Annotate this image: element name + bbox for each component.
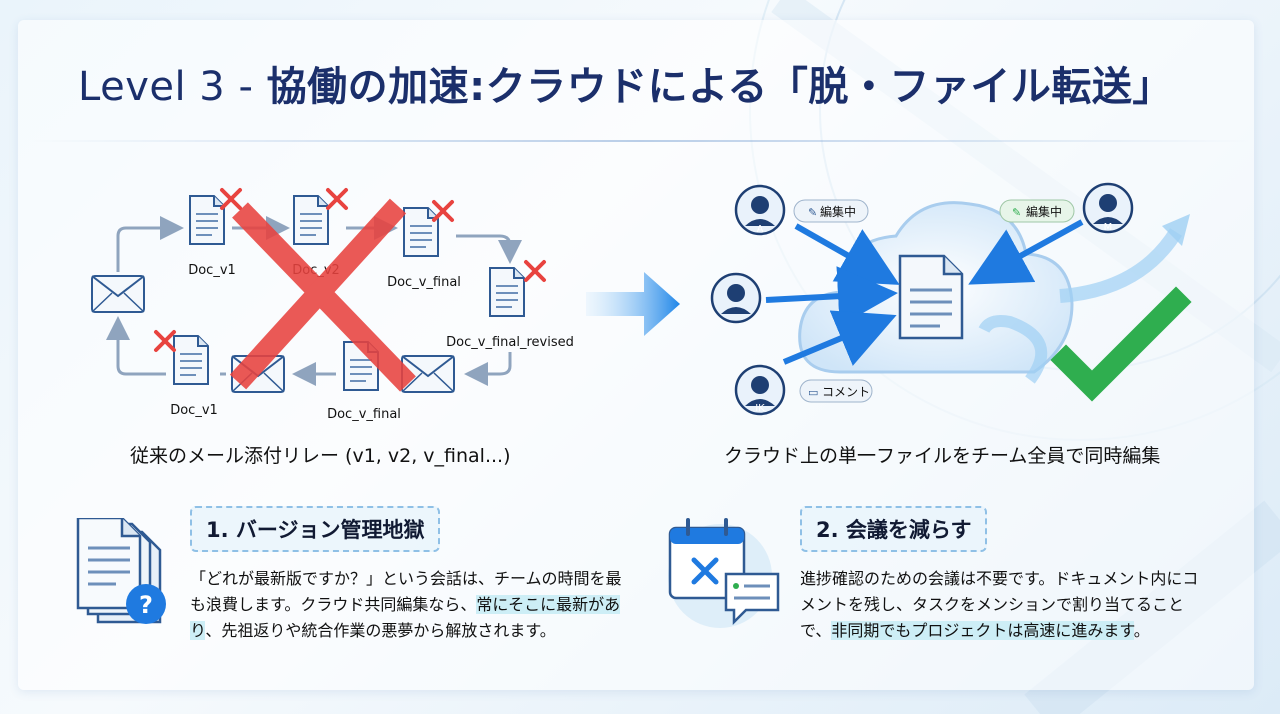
cloud-collaboration-diagram: A M IK ✎ 編集中 ✎ 編集中 ▭ コメント	[710, 182, 1192, 416]
document-icon	[293, 195, 329, 245]
document-icon	[189, 195, 225, 245]
doc-label: Doc_v_final_revised	[446, 335, 574, 350]
svg-text:?: ?	[139, 591, 153, 619]
card-2-text-plain: 進捗確認のための会議は不要です。ドキュメント内にコメントを残し、タスクをメンショ…	[800, 569, 1199, 640]
page-title: Level 3 - 協働の加速:クラウドによる「脱・ファイル転送」	[78, 54, 1173, 112]
flow-arrow	[464, 352, 512, 386]
big-cross-icon	[229, 198, 416, 392]
version-files-icon: ?	[76, 518, 166, 624]
card-2-text: 進捗確認のための会議は不要です。ドキュメント内にコメントを残し、タスクをメンショ…	[800, 566, 1210, 644]
question-icon: ?	[126, 584, 166, 624]
chat-icon	[724, 572, 780, 626]
tag-label: 編集中	[1026, 204, 1062, 219]
title-main: 協働の加速:クラウドによる「脱・ファイル転送」	[266, 64, 1173, 110]
left-caption: 従来のメール添付リレー (v1, v2, v_final...)	[130, 445, 511, 467]
right-caption: クラウド上の単一ファイルをチーム全員で同時編集	[724, 445, 1161, 467]
user-initial: IK	[755, 403, 765, 414]
document-icon	[489, 267, 525, 317]
comment-tag: ▭ コメント	[799, 379, 873, 403]
cross-icon	[524, 260, 546, 282]
card-1-text-plain: 「どれが最新版ですか？」という会話は、チームの時間を最も浪費します。クラウド共同…	[190, 569, 622, 614]
user-initial: A	[757, 224, 764, 235]
card-2-text-highlight: 非同期でもプロジェクトは高速に進みます	[831, 621, 1134, 640]
document-icon	[173, 335, 209, 385]
user-avatar-woman	[710, 272, 762, 324]
tag-label: コメント	[822, 385, 870, 399]
doc-label: Doc_v1	[188, 263, 236, 278]
cross-icon	[220, 188, 242, 210]
flow-arrow	[106, 316, 166, 376]
email-icon	[91, 275, 145, 313]
flow-arrow	[456, 234, 522, 264]
checkmark-icon	[1050, 286, 1192, 402]
calendar-chat-icon	[668, 518, 780, 628]
shared-document-icon	[898, 254, 964, 340]
edit-arrow	[765, 266, 898, 327]
sync-arrow	[978, 315, 1048, 384]
editing-tag: ✎ 編集中	[999, 199, 1075, 223]
card-2-title: 2. 会議を減らす	[800, 506, 988, 552]
doc-label: Doc_v_final	[327, 407, 401, 422]
document-icon	[403, 207, 439, 257]
sync-arrow	[1059, 228, 1182, 303]
edit-arrow	[782, 310, 897, 366]
transition-arrow-icon	[586, 272, 680, 336]
doc-label: Doc_v1	[170, 403, 218, 418]
tag-label: 編集中	[820, 204, 856, 219]
flow-arrow	[116, 216, 184, 272]
card-1-text-tail: 、先祖返りや統合作業の悪夢から解放されます。	[205, 621, 556, 640]
user-initial: M	[1104, 222, 1113, 233]
doc-label: Doc_v_final	[387, 275, 461, 290]
title-level: Level 3 -	[78, 64, 267, 110]
comment-icon: ▭	[808, 386, 818, 399]
card-2-text-tail: 。	[1133, 621, 1150, 640]
card-1-title: 1. バージョン管理地獄	[190, 506, 441, 552]
cross-icon	[432, 200, 454, 222]
cross-icon	[154, 330, 176, 352]
title-divider	[30, 140, 1250, 142]
pencil-icon: ✎	[808, 206, 817, 219]
editing-tag: ✎ 編集中	[793, 199, 869, 223]
pencil-icon: ✎	[1012, 206, 1021, 219]
email-relay-diagram: Doc_v1 Doc_v2 Doc_v_final Doc_v_final_re…	[91, 188, 574, 422]
cross-icon	[326, 188, 348, 210]
edit-arrow	[968, 219, 1084, 285]
card-1-text: 「どれが最新版ですか？」という会話は、チームの時間を最も浪費します。クラウド共同…	[190, 566, 630, 644]
